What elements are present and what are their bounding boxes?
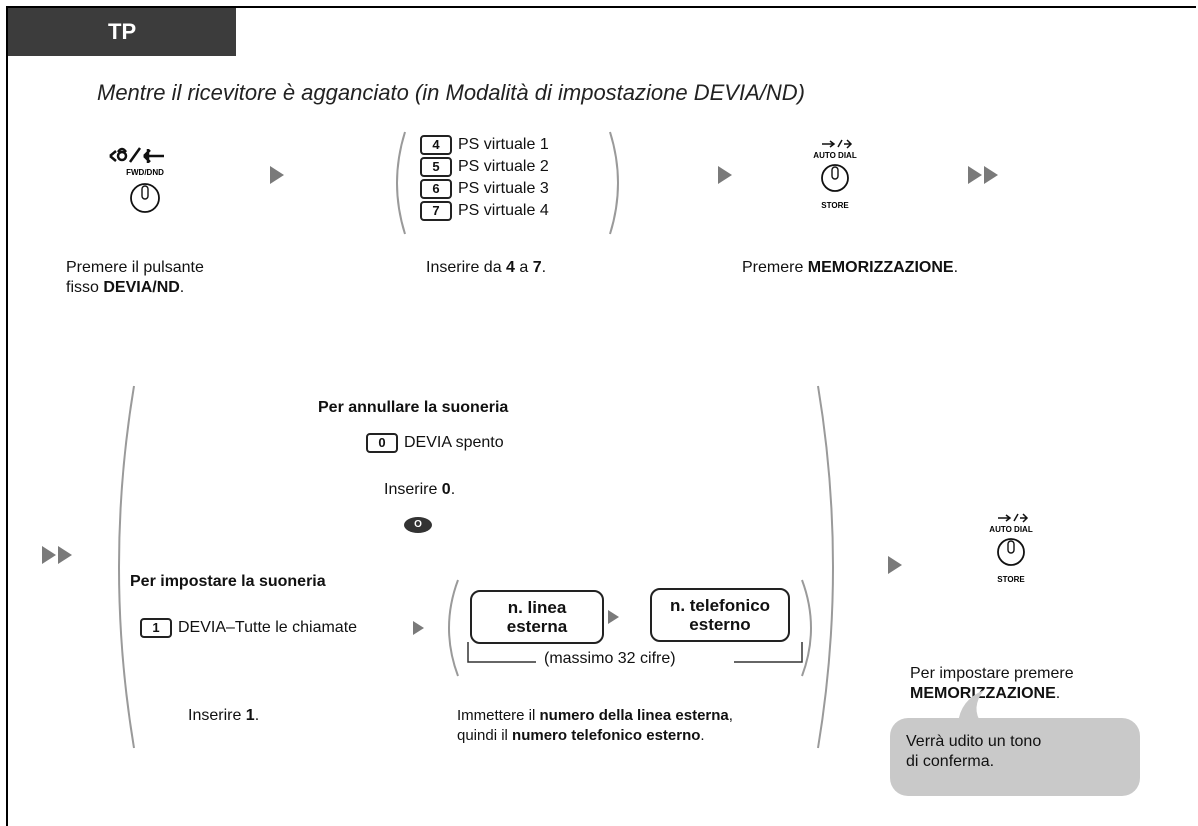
key-0: 0 bbox=[366, 433, 398, 453]
set-instruction-line2: quindi il numero telefonico esterno. bbox=[457, 727, 705, 744]
step1-caption-line1: Premere il pulsante bbox=[66, 259, 204, 276]
auto-dial-store-button-icon: AUTO DIAL STORE bbox=[813, 139, 857, 210]
confirmation-tone-icon: O bbox=[404, 517, 432, 533]
cancel-title: Per annullare la suoneria bbox=[318, 399, 509, 416]
page-title: Mentre il ricevitore è agganciato (in Mo… bbox=[97, 80, 805, 105]
key-5: 5 bbox=[420, 157, 452, 177]
big-right-bracket-icon bbox=[817, 385, 834, 749]
key-4: 4 bbox=[420, 135, 452, 155]
auto-dial-text: AUTO DIAL bbox=[813, 151, 857, 160]
max-digits-brace-icon bbox=[467, 642, 803, 663]
tab-label: TP bbox=[108, 19, 137, 44]
flow-arrow-icon bbox=[413, 621, 424, 635]
step1-caption: Premere il pulsante fisso DEVIA/ND. bbox=[66, 258, 204, 298]
continue-arrows-icon bbox=[42, 546, 72, 564]
auto-dial-store-button-icon: AUTO DIAL STORE bbox=[989, 513, 1033, 584]
bubble-line2: di conferma. bbox=[906, 753, 995, 770]
inner-right-bracket-icon bbox=[801, 579, 812, 677]
flow-arrow-icon bbox=[270, 166, 284, 184]
bubble-line1: Verrà udito un tono bbox=[906, 733, 1042, 750]
max-digits-note: (massimo 32 cifre) bbox=[544, 650, 676, 667]
flow-arrow-icon bbox=[718, 166, 732, 184]
step3-caption: Premere MEMORIZZAZIONE. bbox=[742, 259, 959, 276]
step1-caption-line2: fisso DEVIA/ND. bbox=[66, 279, 185, 296]
auto-dial-text: AUTO DIAL bbox=[989, 525, 1033, 534]
continue-arrows-icon bbox=[968, 166, 998, 184]
fwd-dnd-text: FWD/DND bbox=[126, 168, 164, 177]
store-text: STORE bbox=[821, 201, 849, 210]
left-bracket-icon bbox=[396, 131, 406, 235]
key-7: 7 bbox=[420, 201, 452, 221]
final-caption-line1: Per impostare premere bbox=[910, 665, 1074, 682]
final-caption: Per impostare premere MEMORIZZAZIONE. bbox=[910, 664, 1074, 704]
fwd-dnd-button-icon: FWD/DND bbox=[109, 147, 164, 213]
set-instruction-line1: Immettere il numero della linea esterna, bbox=[457, 707, 733, 724]
final-caption-line2: MEMORIZZAZIONE. bbox=[910, 685, 1061, 702]
right-bracket-icon bbox=[609, 131, 619, 235]
diagram-frame bbox=[6, 6, 1196, 826]
store-text: STORE bbox=[997, 575, 1025, 584]
cancel-caption: Inserire 0. bbox=[384, 481, 456, 498]
step2-caption: Inserire da 4 a 7. bbox=[426, 259, 547, 276]
flow-arrow-icon bbox=[608, 610, 619, 624]
key-1: 1 bbox=[140, 618, 172, 638]
big-left-bracket-icon bbox=[118, 385, 135, 749]
set-title: Per impostare la suoneria bbox=[130, 573, 326, 590]
speech-bubble-tail-icon bbox=[958, 690, 984, 724]
inner-left-bracket-icon bbox=[448, 579, 459, 677]
terminal-tab: TP bbox=[8, 8, 236, 56]
set-instruction: Immettere il numero della linea esterna,… bbox=[457, 706, 733, 746]
confirmation-tone-bubble: Verrà udito un tono di conferma. bbox=[890, 718, 1140, 796]
key-6: 6 bbox=[420, 179, 452, 199]
flow-arrow-icon bbox=[888, 556, 902, 574]
set-caption: Inserire 1. bbox=[188, 707, 260, 724]
